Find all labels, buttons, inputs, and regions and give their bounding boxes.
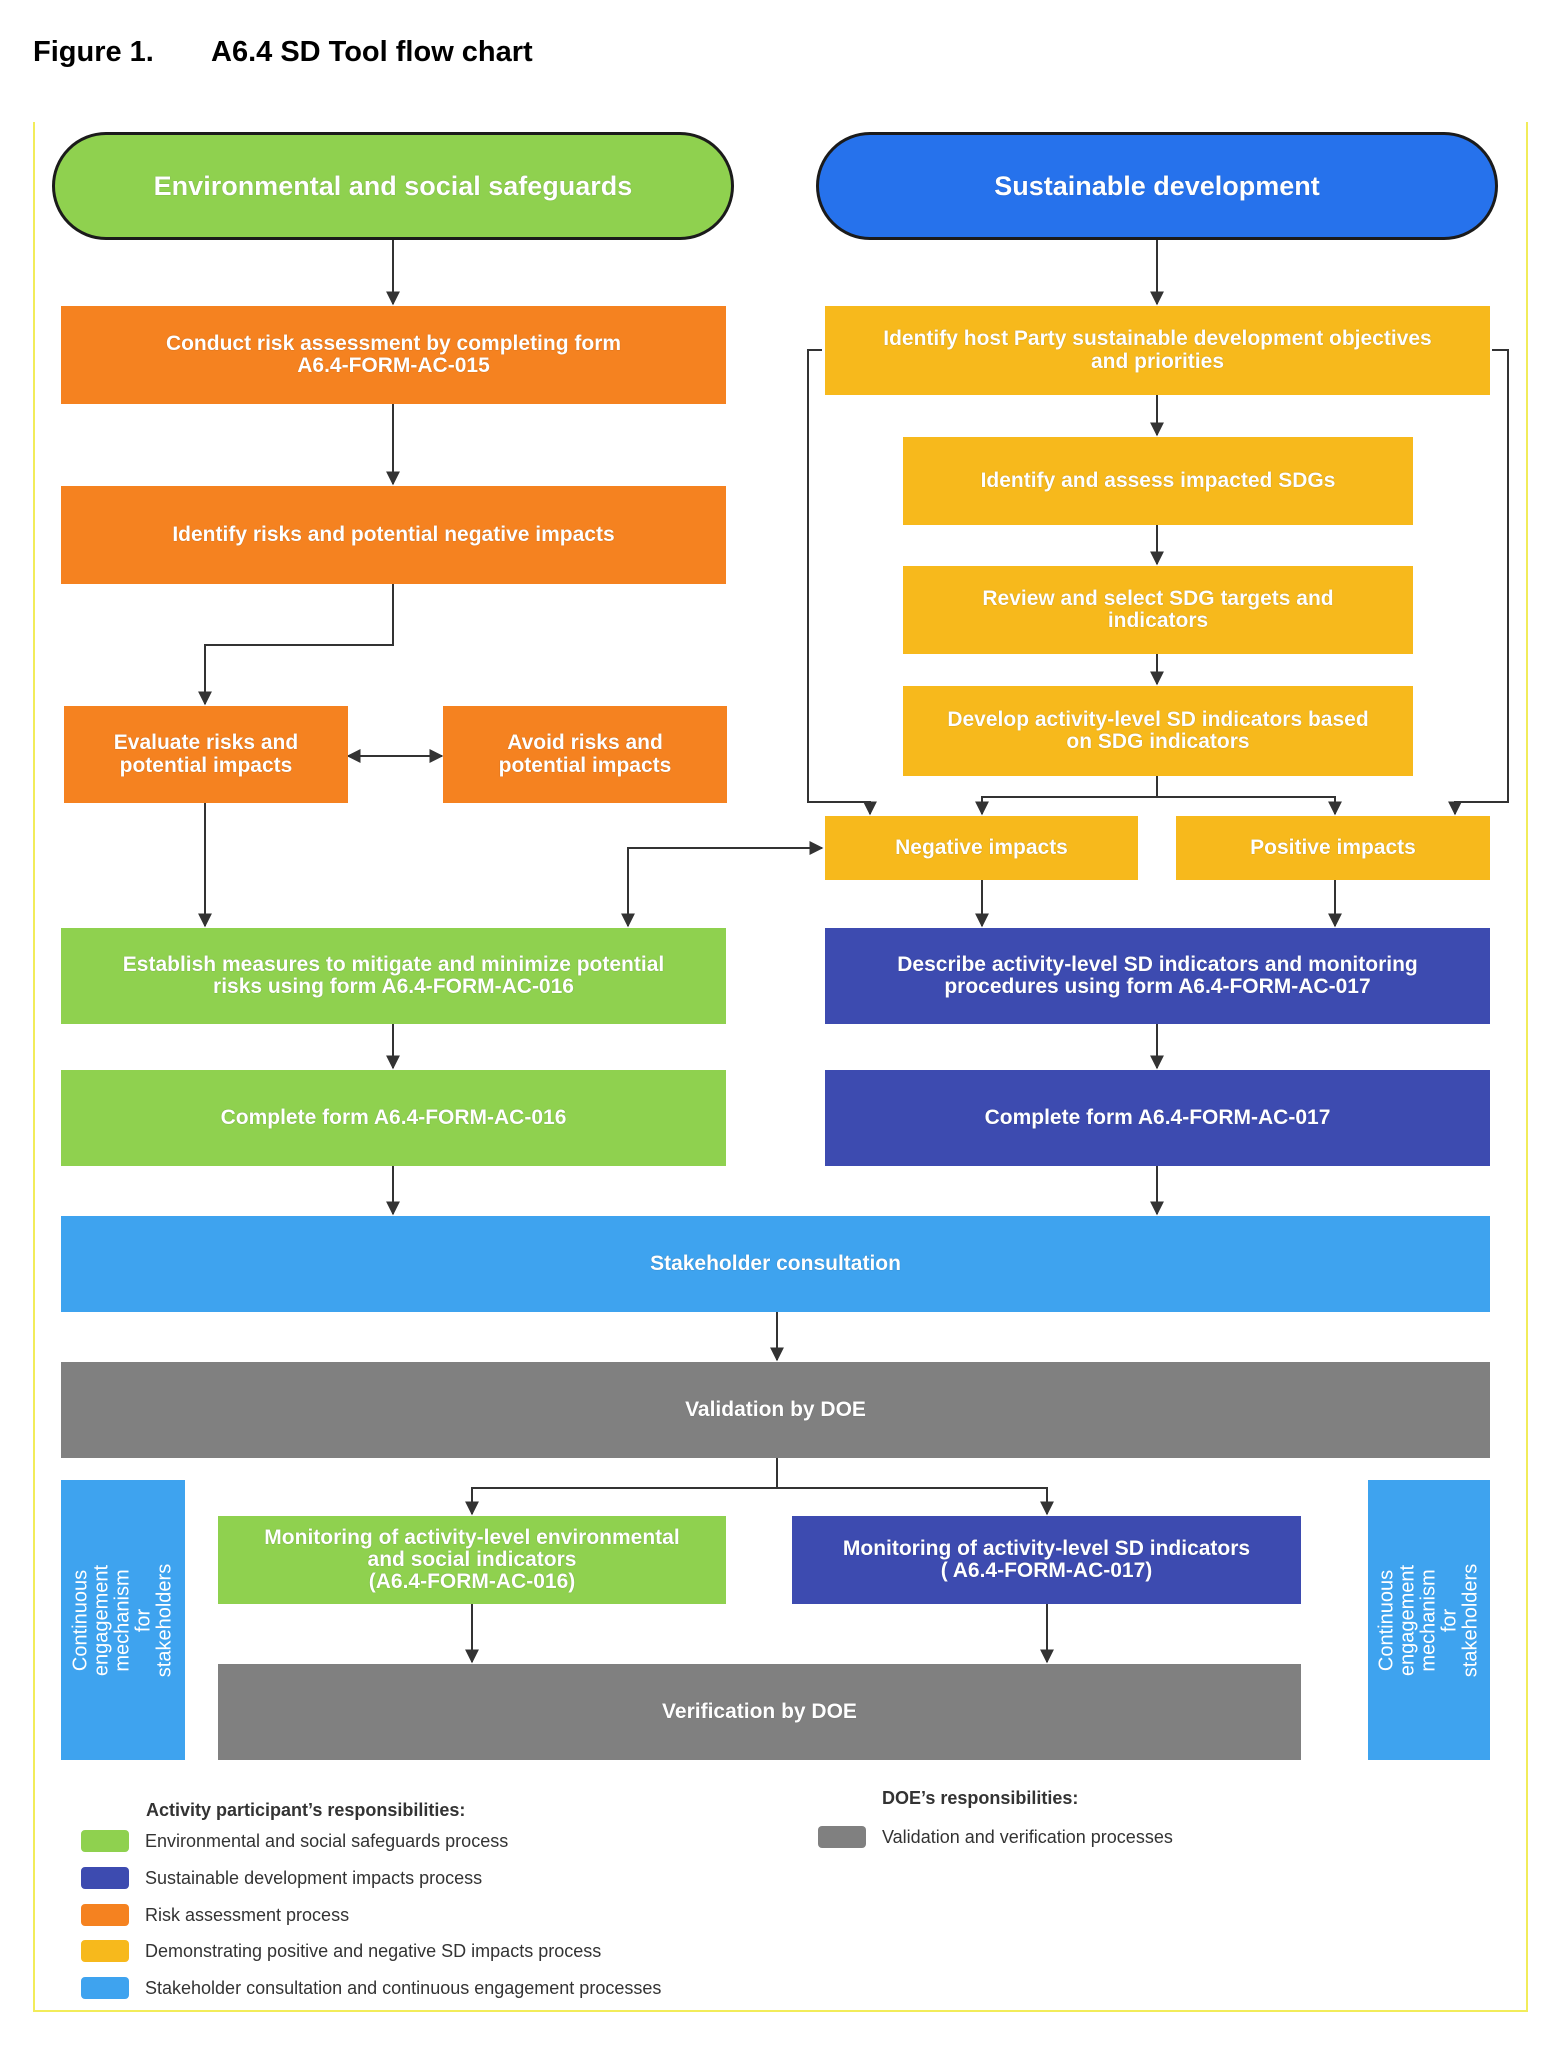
legend-item-impacts: Demonstrating positive and negative SD i… [81,1940,601,1962]
develop-sd-indicators-box: Develop activity-level SD indicators bas… [903,686,1413,776]
env-safeguards-header: Environmental and social safeguards [52,132,734,240]
legend-label: Sustainable development impacts process [145,1867,483,1888]
figure-caption: Figure 1. A6.4 SD Tool flow chart [33,36,533,69]
identify-sdgs-box: Identify and assess impacted SDGs [903,437,1413,525]
review-sdg-targets-box: Review and select SDG targets and indica… [903,566,1413,654]
avoid-risks-box: Avoid risks and potential impacts [443,706,727,803]
diagram-frame [33,122,1528,2012]
monitoring-sd-indicators-box: Monitoring of activity-level SD indicato… [792,1516,1301,1604]
engagement-mechanism-left-label: Continuous engagement mechanism for stak… [69,1563,176,1677]
legend-item-stakeholder: Stakeholder consultation and continuous … [81,1977,661,1999]
complete-form-016-box: Complete form A6.4-FORM-AC-016 [61,1070,726,1166]
describe-sd-indicators-box: Describe activity-level SD indicators an… [825,928,1490,1024]
figure-title: A6.4 SD Tool flow chart [211,36,533,68]
legend-swatch-green [81,1830,129,1852]
stakeholder-consultation-box: Stakeholder consultation [61,1216,1490,1312]
evaluate-risks-box: Evaluate risks and potential impacts [64,706,348,803]
legend-swatch-navy [81,1867,129,1889]
verification-by-doe-box: Verification by DOE [218,1664,1301,1760]
legend-swatch-gray [818,1826,866,1848]
figure-number: Figure 1. [33,36,154,68]
legend-item-env: Environmental and social safeguards proc… [81,1830,508,1852]
complete-form-017-box: Complete form A6.4-FORM-AC-017 [825,1070,1490,1166]
validation-by-doe-box: Validation by DOE [61,1362,1490,1458]
engagement-mechanism-left: Continuous engagement mechanism for stak… [61,1480,185,1760]
legend-swatch-lightblue [81,1977,129,1999]
sustainable-development-header: Sustainable development [816,132,1498,240]
identify-host-party-box: Identify host Party sustainable developm… [825,306,1490,395]
legend-item-risk: Risk assessment process [81,1904,349,1926]
monitoring-env-indicators-box: Monitoring of activity-level environment… [218,1516,726,1604]
legend-item-validation: Validation and verification processes [818,1826,1173,1848]
legend-participant-title: Activity participant’s responsibilities: [146,1800,466,1820]
legend-label: Environmental and social safeguards proc… [145,1830,509,1851]
establish-measures-box: Establish measures to mitigate and minim… [61,928,726,1024]
legend-doe-title: DOE’s responsibilities: [882,1788,1079,1808]
legend-label: Stakeholder consultation and continuous … [145,1977,662,1998]
legend-label: Validation and verification processes [882,1826,1173,1847]
identify-risks-box: Identify risks and potential negative im… [61,486,726,584]
legend-label: Demonstrating positive and negative SD i… [145,1940,602,1961]
engagement-mechanism-right-label: Continuous engagement mechanism for stak… [1375,1563,1482,1677]
positive-impacts-box: Positive impacts [1176,816,1490,880]
legend-item-sd: Sustainable development impacts process [81,1867,482,1889]
legend-label: Risk assessment process [145,1904,350,1925]
conduct-risk-assessment-box: Conduct risk assessment by completing fo… [61,306,726,404]
negative-impacts-box: Negative impacts [825,816,1138,880]
legend-swatch-yellow [81,1940,129,1962]
engagement-mechanism-right: Continuous engagement mechanism for stak… [1368,1480,1490,1760]
legend-swatch-orange [81,1904,129,1926]
